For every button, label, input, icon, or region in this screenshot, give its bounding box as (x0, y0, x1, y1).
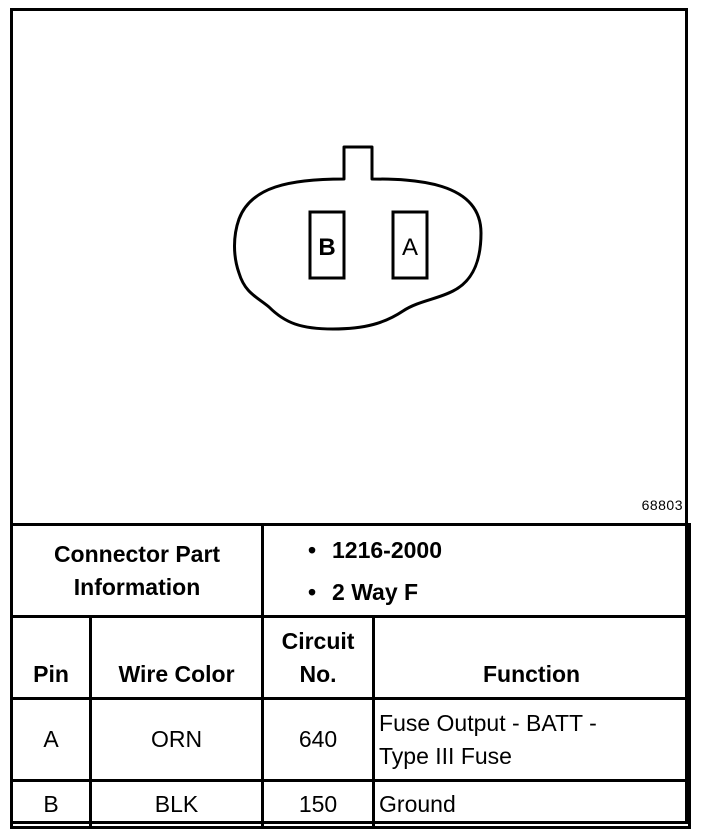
part-info-row: Connector Part Information • 1216-2000 • 2… (9, 523, 692, 618)
bullet-icon: • (308, 578, 317, 605)
part-info-label-line1: Connector Part (53, 540, 221, 567)
cell-function-line1: Fuse Output - BATT - (379, 709, 597, 736)
cell-function: Fuse Output - BATT - Type III Fuse (372, 697, 692, 782)
bullet-icon: • (308, 536, 317, 563)
header-wire-color: Wire Color (88, 615, 265, 700)
terminal-cavity-b (308, 210, 346, 280)
cell-pin: A (10, 697, 92, 782)
cell-wire-color: BLK (88, 779, 265, 829)
part-number: 1216-2000 (332, 536, 443, 563)
part-info-label: Connector Part Information (9, 523, 265, 618)
part-info-values: • 1216-2000 • 2 Way F (261, 523, 692, 618)
connector-type: 2 Way F (332, 578, 419, 605)
header-function: Function (372, 615, 692, 700)
header-circuit-line2: No. (299, 661, 337, 687)
cell-pin: B (10, 779, 92, 829)
table-header-row: Pin Wire Color Circuit No. Function (10, 615, 692, 700)
connector-type-item: • 2 Way F (308, 571, 688, 613)
figure-number: 68803 (641, 497, 683, 513)
connector-housing-outline (233, 145, 483, 331)
header-pin: Pin (10, 615, 92, 700)
cell-wire-color: ORN (88, 697, 265, 782)
connector-pin-table: Connector Part Information • 1216-2000 • 2… (9, 523, 692, 829)
part-number-item: • 1216-2000 (308, 529, 688, 571)
pin-label-b: B (318, 234, 335, 261)
cell-function: Ground (372, 779, 692, 829)
table-row: A ORN 640 Fuse Output - BATT - Type III … (10, 697, 692, 782)
terminal-cavity-a (391, 210, 429, 280)
connector-sheet: B A 68803 Connector Part Information • 12… (9, 8, 692, 829)
table-row: B BLK 150 Ground (10, 779, 692, 829)
cell-function-line2: Type III Fuse (379, 742, 512, 769)
pin-label-a: A (402, 234, 418, 261)
connector-diagram: B A 68803 (13, 11, 685, 523)
part-info-label-line2: Information (73, 573, 201, 600)
cell-circuit: 640 (261, 697, 376, 782)
header-circuit: Circuit No. (261, 615, 376, 700)
cell-circuit: 150 (261, 779, 376, 829)
header-circuit-line1: Circuit (281, 628, 355, 654)
connector-face-drawing: B A (233, 145, 483, 331)
